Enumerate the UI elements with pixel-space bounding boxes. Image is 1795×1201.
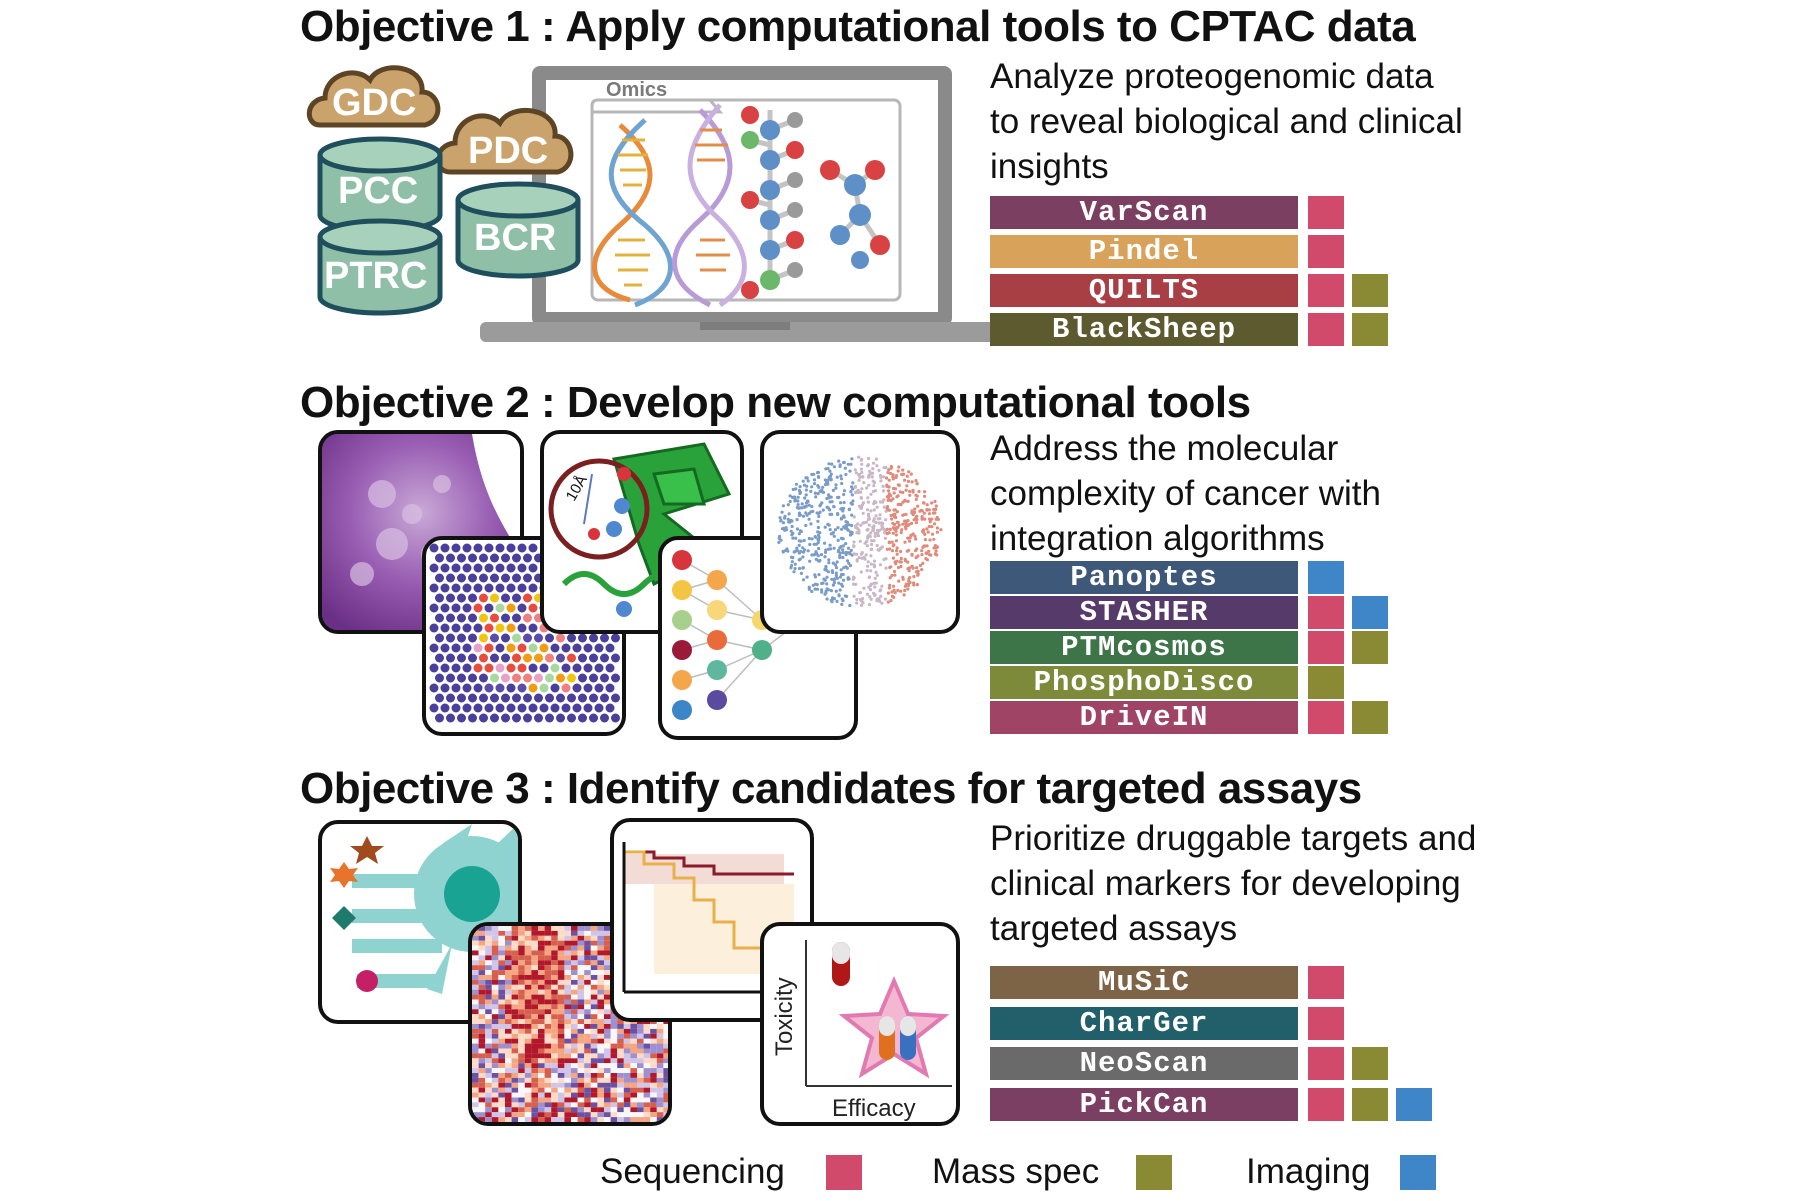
legend-label-sequencing: Sequencing [600,1152,785,1191]
description-line: clinical markers for developing [990,864,1461,903]
description-line: complexity of cancer with [990,474,1381,513]
tool-music-sequencing-marker [1308,966,1344,999]
burst-ligand-icon [330,862,358,888]
tool-drivein: DriveIN [990,701,1298,734]
objective-3-description: Prioritize druggable targets and clinica… [990,816,1550,951]
bcr-label: BCR [474,217,556,259]
objective-1-description: Analyze proteogenomic data to reveal bio… [990,54,1550,189]
tool-stasher: STASHER [990,596,1298,629]
tool-pindel: Pindel [990,235,1298,268]
ptrc-database-icon: PTRC [317,218,443,316]
distance-label: 10Å [563,472,591,504]
objective-2-title: Objective 2 : Develop new computational … [300,378,1251,427]
objective-2-description: Address the molecular complexity of canc… [990,426,1550,561]
star-ligand-icon [350,836,384,864]
tool-ptmcosmos-mass-spec-marker [1352,631,1388,664]
tool-stasher-sequencing-marker [1308,596,1344,629]
round-ligand-icon [356,970,378,992]
description-line: Prioritize druggable targets and [990,819,1477,858]
tool-ptmcosmos-sequencing-marker [1308,631,1344,664]
binding-site-circle [548,458,650,560]
tool-quilts: QUILTS [990,274,1298,307]
toxicity-efficacy-panel: Toxicity Efficacy [760,922,960,1126]
tool-blacksheep: BlackSheep [990,313,1298,346]
tool-pickcan-imaging-marker [1396,1087,1432,1121]
tool-panoptes-imaging-marker [1308,561,1344,594]
description-line: Analyze proteogenomic data [990,57,1434,96]
tool-phosphodisco: PhosphoDisco [990,666,1298,699]
gdc-cloud-icon: GDC [306,65,441,128]
tool-music: MuSiC [990,966,1298,999]
toxicity-axis-label: Toxicity [771,977,798,1056]
gdc-label: GDC [332,82,416,124]
laptop-base [480,322,1000,342]
amino-acid-molecule-icon [820,160,890,269]
pcc-label: PCC [338,170,418,212]
tool-varscan-sequencing-marker [1308,196,1344,229]
tool-blacksheep-sequencing-marker [1308,313,1344,346]
legend-swatch-imaging [1400,1155,1436,1190]
ptrc-label: PTRC [324,255,427,297]
legend-swatch-sequencing [826,1155,862,1190]
objective-1-title: Objective 1 : Apply computational tools … [300,2,1416,51]
tool-ptmcosmos: PTMcosmos [990,631,1298,664]
tool-quilts-mass-spec-marker [1352,274,1388,307]
omics-tab-label: Omics [606,79,667,101]
objective-3-title: Objective 3 : Identify candidates for ta… [300,764,1362,813]
peptide-molecule-icon [741,106,804,299]
capsule-pair-icon [879,1016,916,1060]
objective-1-illustration: Omics [306,65,1000,342]
tool-panoptes: Panoptes [990,561,1298,594]
tool-charger-sequencing-marker [1308,1006,1344,1040]
tool-neoscan-mass-spec-marker [1352,1047,1388,1080]
tool-drivein-sequencing-marker [1308,701,1344,734]
description-line: integration algorithms [990,519,1325,558]
description-line: to reveal biological and clinical [990,102,1463,141]
tool-phosphodisco-mass-spec-marker [1308,666,1344,699]
diamond-ligand-icon [332,906,356,930]
legend-label-mass-spec: Mass spec [932,1152,1100,1191]
tool-neoscan-sequencing-marker [1308,1047,1344,1080]
bcr-database-icon: BCR [455,181,581,279]
tool-pickcan: PickCan [990,1087,1298,1121]
pdc-label: PDC [468,130,548,172]
tool-blacksheep-mass-spec-marker [1352,313,1388,346]
tool-varscan: VarScan [990,196,1298,229]
description-line: insights [990,147,1109,186]
pdc-cloud-icon: PDC [435,107,574,175]
tsne-plot-panel [760,430,960,634]
tool-stasher-imaging-marker [1352,596,1388,629]
description-line: targeted assays [990,909,1238,948]
legend-label-imaging: Imaging [1246,1152,1371,1191]
pcc-database-icon: PCC [317,136,443,234]
tool-pickcan-sequencing-marker [1308,1087,1344,1121]
tool-charger: CharGer [990,1006,1298,1040]
tool-pindel-sequencing-marker [1308,235,1344,268]
dna-helix-icon [592,118,673,308]
rna-helix-icon [672,103,747,308]
tool-quilts-sequencing-marker [1308,274,1344,307]
histology-image-panel [318,430,524,634]
tool-neoscan: NeoScan [990,1047,1298,1080]
tool-drivein-mass-spec-marker [1352,701,1388,734]
efficacy-axis-label: Efficacy [832,1095,916,1122]
tool-pickcan-mass-spec-marker [1352,1087,1388,1121]
legend-swatch-mass-spec [1136,1155,1172,1190]
capsule-icon [832,942,850,986]
description-line: Address the molecular [990,429,1339,468]
